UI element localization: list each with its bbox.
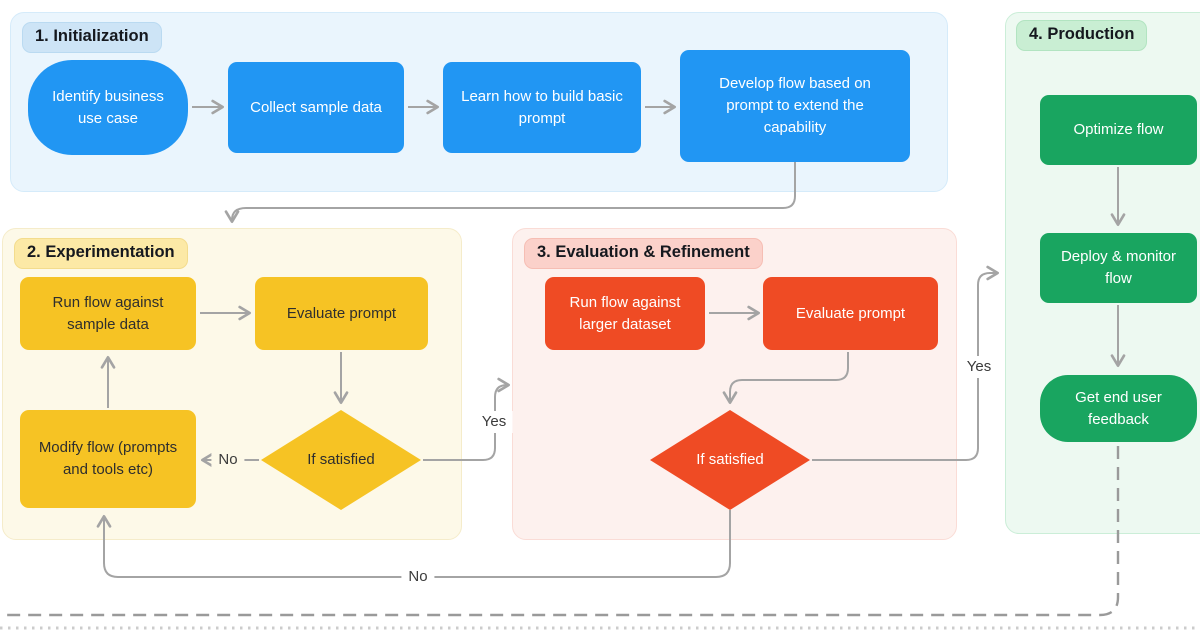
- node-develop-flow-based-on-prompt: Develop flow based on prompt to extend t…: [680, 50, 910, 162]
- node-learn-how-to-build-basic-prompt: Learn how to build basic prompt: [443, 62, 641, 153]
- edge-label-no-experimentation: No: [211, 449, 245, 471]
- node-optimize-flow: Optimize flow: [1040, 95, 1197, 165]
- node-modify-flow: Modify flow (prompts and tools etc): [20, 410, 196, 508]
- section-experimentation-label: 2. Experimentation: [14, 238, 188, 269]
- node-evaluate-prompt-experimentation: Evaluate prompt: [255, 277, 428, 350]
- node-run-flow-against-larger-dataset: Run flow against larger dataset: [545, 277, 705, 350]
- section-production-label: 4. Production: [1016, 20, 1148, 51]
- edge-label-yes-experimentation: Yes: [474, 411, 514, 433]
- node-get-end-user-feedback: Get end user feedback: [1040, 375, 1197, 442]
- edge-label-yes-evaluation: Yes: [959, 356, 999, 378]
- arrow-develop-to-experimentation: [224, 162, 796, 223]
- node-collect-sample-data: Collect sample data: [228, 62, 404, 153]
- node-deploy-and-monitor-flow: Deploy & monitor flow: [1040, 233, 1197, 303]
- arrow-evaluate-to-diamond-eval: [722, 352, 849, 404]
- node-evaluate-prompt-evaluation: Evaluate prompt: [763, 277, 938, 350]
- node-identify-business-use-case: Identify business use case: [28, 60, 188, 155]
- section-initialization-label: 1. Initialization: [22, 22, 162, 53]
- edge-label-no-evaluation: No: [401, 566, 435, 588]
- node-run-flow-against-sample-data: Run flow against sample data: [20, 277, 196, 350]
- dashed-feedback-loop-line: [0, 446, 1120, 617]
- section-evaluation-refinement-label: 3. Evaluation & Refinement: [524, 238, 763, 269]
